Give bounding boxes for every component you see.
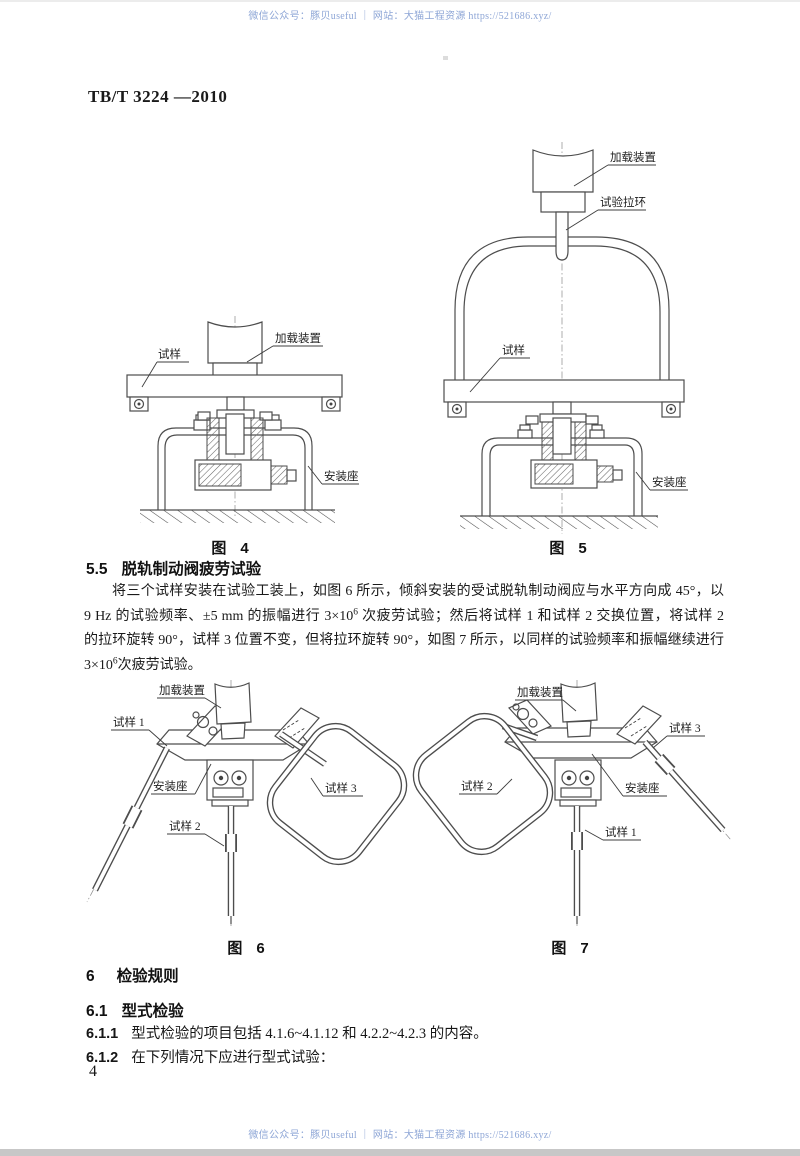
valve-body <box>194 396 297 491</box>
test-pull-ring-rod <box>555 211 569 261</box>
fig4-loading-device-label: 加载装置 <box>275 332 321 345</box>
ground <box>140 509 335 523</box>
fig6-mounting-seat-label: 安装座 <box>153 779 188 793</box>
fig6-specimen3-label: 试样 3 <box>325 781 357 795</box>
fig5-loading-device-label: 加载装置 <box>610 151 656 164</box>
loading-device <box>532 149 594 213</box>
fig6-specimen1-label: 试样 1 <box>113 715 145 729</box>
fig5-specimen-label: 试样 <box>502 343 525 357</box>
mounting-plate <box>504 699 662 759</box>
paragraph-line: 将三个试样安装在试验工装上，如图 6 所示，倾斜安装的受试脱轨制动阀应与水平方向… <box>112 584 724 599</box>
page-number: 4 <box>89 1063 97 1080</box>
specimen-loop-left <box>412 712 554 856</box>
loading-device <box>214 682 252 740</box>
figure-4-drawing: 试样 加载装置 安装座 <box>126 316 359 523</box>
fig7-mounting-seat-label: 安装座 <box>625 781 660 795</box>
specimen-beam <box>126 374 343 412</box>
fig7-loading-device-label: 加载装置 <box>517 686 563 699</box>
figure-7-drawing: 加载装置 试样 3 试样 2 安装座 试样 1 <box>412 680 732 926</box>
specimen-rod-right <box>642 739 726 833</box>
fig7-specimen2-label: 试样 2 <box>461 779 493 793</box>
watermark-bottom: 微信公众号：豚贝useful ｜ 网站：大猫工程资源 https://52168… <box>248 1130 552 1141</box>
valve-block <box>554 759 602 807</box>
fig6-specimen2-label: 试样 2 <box>169 819 201 833</box>
specimen-rod-left <box>92 746 170 892</box>
watermark-top: 微信公众号：豚贝useful ｜ 网站：大猫工程资源 https://52168… <box>248 11 552 22</box>
fig4-mounting-seat-label: 安装座 <box>324 469 359 483</box>
figure-5-labels: 加载装置 试验拉环 试样 安装座 <box>469 151 688 491</box>
specimen-loop-right <box>266 722 408 866</box>
figure-5-drawing: 加载装置 试验拉环 试样 安装座 <box>443 142 688 534</box>
paragraph-line: 3×106次疲劳试验。 <box>84 655 202 673</box>
fig7-specimen3-label: 试样 3 <box>669 721 701 735</box>
valve-block <box>206 759 254 807</box>
fig6-loading-device-label: 加载装置 <box>159 684 205 697</box>
ground <box>460 515 658 529</box>
loading-device <box>560 682 598 738</box>
paragraph-line: 9 Hz 的试验频率、±5 mm 的振幅进行 3×106 次疲劳试验；然后将试样… <box>84 606 724 624</box>
scan-speck <box>443 56 448 60</box>
fig7-specimen1-label: 试样 1 <box>605 825 637 839</box>
scan-edge-bottom <box>0 1149 800 1156</box>
doc-number: TB/T 3224 —2010 <box>88 87 228 106</box>
fig4-specimen-label: 试样 <box>158 347 181 361</box>
paragraph-line: 的拉环旋转 90°，试样 3 位置不变，但将拉环旋转 90°，如图 7 所示，以… <box>84 633 724 648</box>
superscript-exponent: 6 <box>112 655 118 666</box>
superscript-exponent: 6 <box>353 606 359 617</box>
figure-4-labels: 试样 加载装置 安装座 <box>141 332 359 485</box>
fig5-mounting-seat-label: 安装座 <box>652 475 687 489</box>
valve-body <box>525 401 623 489</box>
figure-7-labels: 加载装置 试样 3 试样 2 安装座 试样 1 <box>459 686 705 841</box>
scan-edge-top <box>0 0 800 2</box>
figure-6-labels: 加载装置 试样 1 安装座 试样 2 试样 3 <box>111 684 363 847</box>
figure-6-drawing: 加载装置 试样 1 安装座 试样 2 试样 3 <box>86 680 408 926</box>
section-5-5-paragraph: 将三个试样安装在试验工装上，如图 6 所示，倾斜安装的受试脱轨制动阀应与水平方向… <box>84 580 724 678</box>
fig5-test-pull-ring-label: 试验拉环 <box>600 195 646 209</box>
